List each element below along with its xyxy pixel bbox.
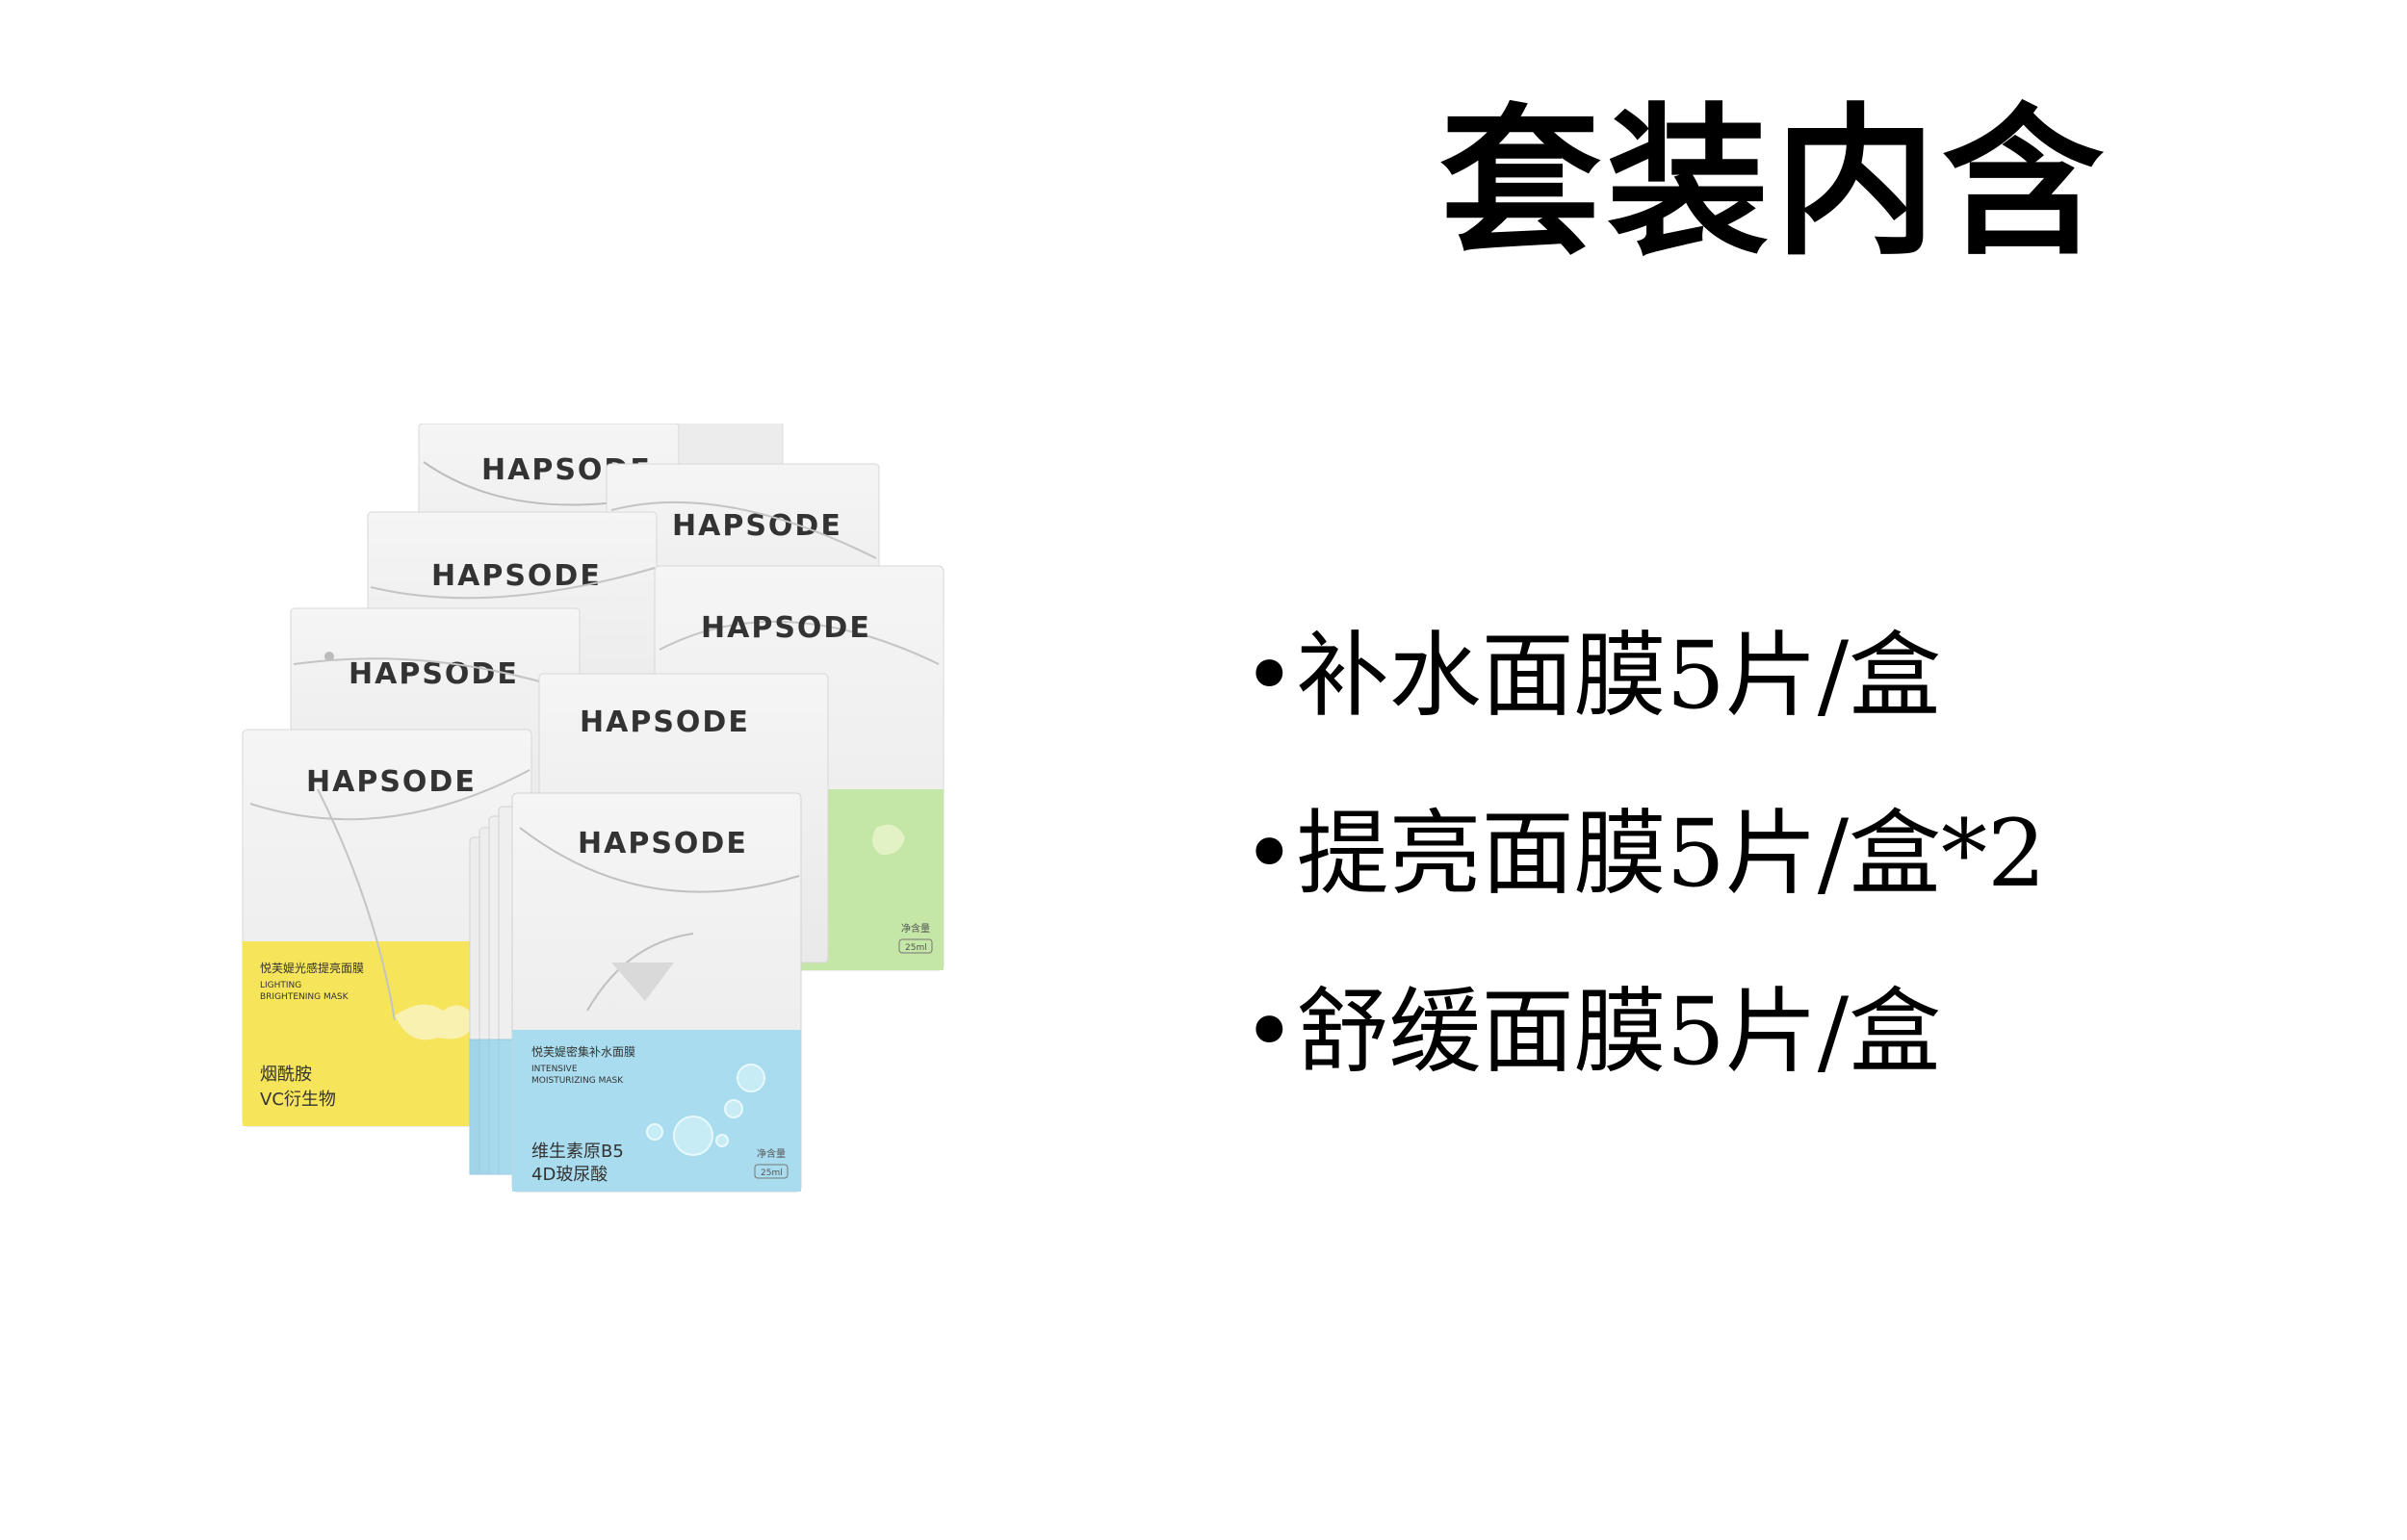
svg-text:悦芙媞密集补水面膜: 悦芙媞密集补水面膜 bbox=[531, 1044, 635, 1059]
svg-text:25ml: 25ml bbox=[761, 1168, 783, 1178]
svg-text:烟酰胺: 烟酰胺 bbox=[260, 1065, 312, 1085]
svg-text:BRIGHTENING MASK: BRIGHTENING MASK bbox=[260, 992, 349, 1002]
brand-logo: HAPSODE bbox=[672, 509, 842, 543]
brand-logo: HAPSODE bbox=[701, 611, 871, 645]
blue-mask-packet: HAPSODE 悦芙媞密集补水面膜 INTENSIVE MOISTURIZING… bbox=[511, 792, 802, 1193]
bullet-icon: • bbox=[1242, 622, 1297, 730]
bullet-icon: • bbox=[1242, 800, 1297, 908]
svg-text:25ml: 25ml bbox=[905, 943, 927, 953]
brand-logo: HAPSODE bbox=[349, 657, 519, 691]
contents-list: •补水面膜5片/盒 •提亮面膜5片/盒*2 •舒缓面膜5片/盒 bbox=[1242, 587, 2046, 1121]
list-item-text: 提亮面膜5片/盒*2 bbox=[1296, 800, 2047, 908]
list-item-text: 补水面膜5片/盒 bbox=[1296, 622, 1942, 730]
svg-text:净含量: 净含量 bbox=[901, 922, 930, 935]
svg-text:维生素原B5: 维生素原B5 bbox=[531, 1142, 624, 1162]
list-item-text: 舒缓面膜5片/盒 bbox=[1296, 978, 1942, 1086]
list-item: •舒缓面膜5片/盒 bbox=[1242, 943, 2046, 1121]
svg-text:4D玻尿酸: 4D玻尿酸 bbox=[531, 1165, 608, 1185]
product-image: HAPSODE HAPSODE HAPSODE HAPSODE 净含量 25ml bbox=[242, 424, 945, 1193]
brand-logo: HAPSODE bbox=[306, 765, 477, 799]
svg-text:MOISTURIZING MASK: MOISTURIZING MASK bbox=[531, 1076, 624, 1086]
svg-text:INTENSIVE: INTENSIVE bbox=[531, 1065, 578, 1074]
brand-logo: HAPSODE bbox=[580, 706, 750, 739]
list-item: •补水面膜5片/盒 bbox=[1242, 587, 2046, 765]
bullet-icon: • bbox=[1242, 978, 1297, 1086]
brand-logo: HAPSODE bbox=[578, 827, 748, 860]
svg-text:LIGHTING: LIGHTING bbox=[260, 981, 301, 990]
svg-text:净含量: 净含量 bbox=[757, 1147, 786, 1160]
list-item: •提亮面膜5片/盒*2 bbox=[1242, 765, 2046, 943]
svg-text:悦芙媞光感提亮面膜: 悦芙媞光感提亮面膜 bbox=[260, 961, 364, 975]
slide-title: 套装内含 bbox=[1439, 89, 2109, 277]
svg-text:VC衍生物: VC衍生物 bbox=[260, 1090, 336, 1110]
